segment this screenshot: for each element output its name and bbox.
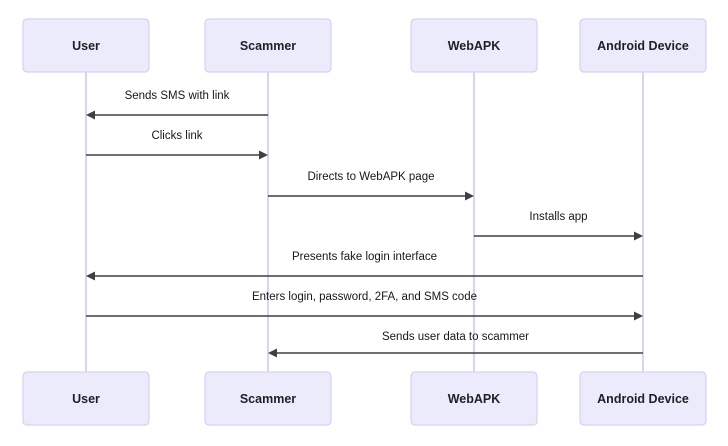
participant-label: Android Device: [597, 39, 689, 53]
participant-label: Android Device: [597, 392, 689, 406]
participant-box[interactable]: [22, 18, 150, 73]
participant-box[interactable]: [204, 371, 332, 426]
participant-box[interactable]: [410, 18, 538, 73]
arrowhead-icon: [86, 110, 95, 120]
message-label: Sends user data to scammer: [382, 331, 529, 343]
participant-top-webapk[interactable]: WebAPK: [410, 18, 538, 73]
participant-box[interactable]: [579, 18, 707, 73]
message-1: Sends SMS with link: [86, 90, 268, 120]
participant-top-scammer[interactable]: Scammer: [204, 18, 332, 73]
message-label: Presents fake login interface: [292, 251, 437, 263]
message-label: Directs to WebAPK page: [308, 171, 435, 183]
message-4: Installs app: [474, 211, 643, 241]
participant-label: User: [72, 392, 100, 406]
participant-label: Scammer: [240, 392, 296, 406]
message-7: Sends user data to scammer: [268, 331, 643, 358]
participant-box[interactable]: [410, 371, 538, 426]
participant-box[interactable]: [204, 18, 332, 73]
participant-label: WebAPK: [448, 392, 501, 406]
participant-label: Scammer: [240, 39, 296, 53]
message-label: Clicks link: [151, 130, 202, 142]
arrowhead-icon: [259, 150, 268, 160]
participant-box[interactable]: [579, 371, 707, 426]
message-3: Directs to WebAPK page: [268, 171, 474, 201]
participant-label: User: [72, 39, 100, 53]
arrowhead-icon: [465, 191, 474, 201]
message-label: Sends SMS with link: [125, 90, 230, 102]
arrowhead-icon: [86, 271, 95, 281]
message-5: Presents fake login interface: [86, 251, 643, 281]
message-2: Clicks link: [86, 130, 268, 160]
participant-box[interactable]: [22, 371, 150, 426]
participant-top-user[interactable]: User: [22, 18, 150, 73]
participant-bottom-android[interactable]: Android Device: [579, 371, 707, 426]
arrowhead-icon: [268, 348, 277, 358]
message-6: Enters login, password, 2FA, and SMS cod…: [86, 291, 643, 321]
participant-top-android[interactable]: Android Device: [579, 18, 707, 73]
participant-label: WebAPK: [448, 39, 501, 53]
participant-bottom-webapk[interactable]: WebAPK: [410, 371, 538, 426]
arrowhead-icon: [634, 231, 643, 241]
arrowhead-icon: [634, 311, 643, 321]
participant-bottom-scammer[interactable]: Scammer: [204, 371, 332, 426]
participant-bottom-user[interactable]: User: [22, 371, 150, 426]
message-label: Installs app: [529, 211, 587, 223]
message-label: Enters login, password, 2FA, and SMS cod…: [252, 291, 477, 303]
